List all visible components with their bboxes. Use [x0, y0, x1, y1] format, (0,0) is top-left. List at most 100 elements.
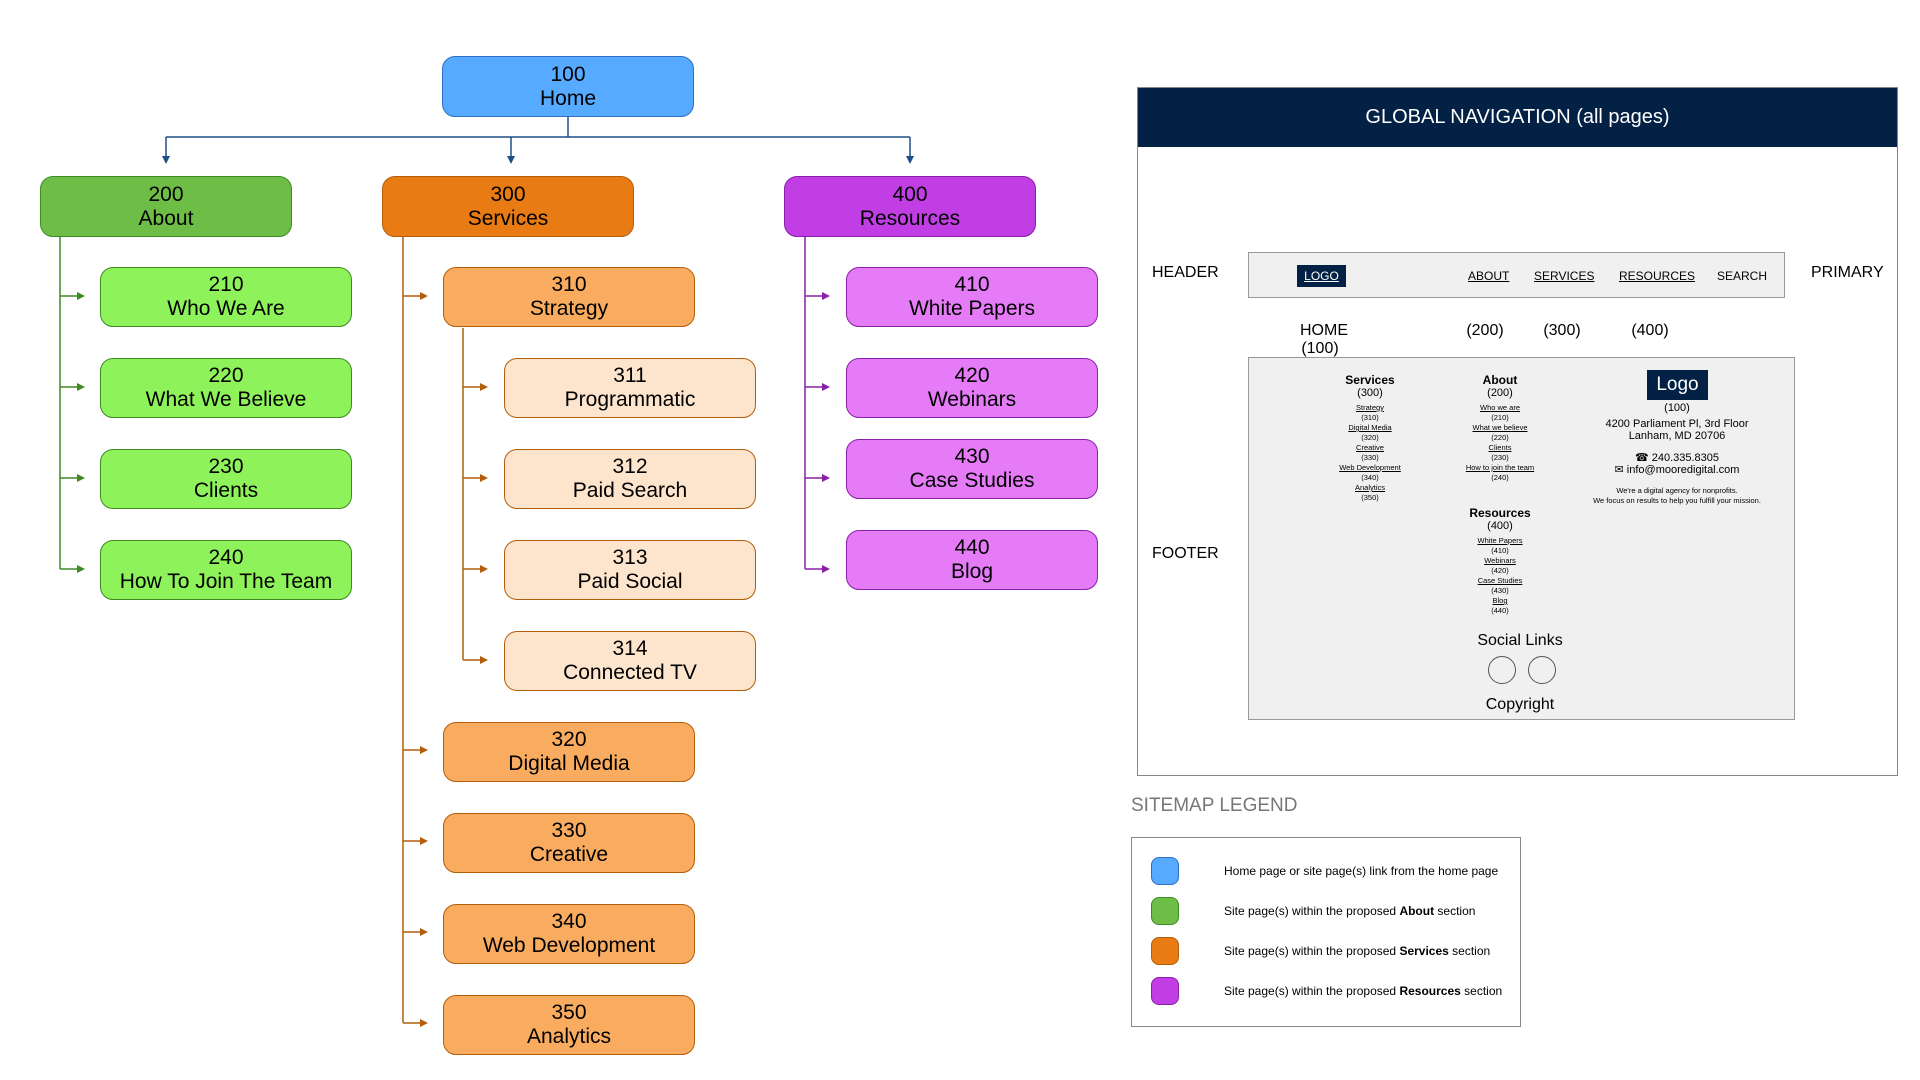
footer-link-num: (230): [1491, 453, 1509, 462]
node-strategy-child[interactable]: 312 Paid Search: [504, 449, 756, 509]
node-services[interactable]: 300 Services: [382, 176, 634, 237]
node-strategy-child[interactable]: 313 Paid Social: [504, 540, 756, 600]
footer-link-num: (220): [1491, 433, 1509, 442]
node-label: White Papers: [908, 297, 1036, 320]
legend-item: Site page(s) within the proposed Resourc…: [1224, 984, 1503, 998]
footer-link[interactable]: Who we are: [1479, 403, 1521, 412]
node-number: 200: [148, 182, 184, 206]
node-services-child[interactable]: 330 Creative: [443, 813, 695, 873]
footer-link-num: (240): [1491, 473, 1509, 482]
node-about-child[interactable]: 220 What We Believe: [100, 358, 352, 418]
social-icon[interactable]: [1528, 656, 1556, 684]
footer-link[interactable]: What we believe: [1472, 423, 1528, 432]
footer-contact: (100) 4200 Parliament Pl, 3rd Floor Lanh…: [1567, 402, 1787, 506]
node-resources-child[interactable]: 430 Case Studies: [846, 439, 1098, 499]
footer-link[interactable]: Case Studies: [1477, 576, 1523, 585]
node-number: 320: [551, 728, 587, 751]
node-label: Clients: [193, 479, 259, 502]
legend-swatch-services: [1151, 937, 1179, 965]
footer-resources-num: (400): [1487, 520, 1513, 532]
nav-services-link[interactable]: SERVICES: [1534, 269, 1595, 283]
node-label: Web Development: [482, 934, 656, 957]
node-about-child[interactable]: 210 Who We Are: [100, 267, 352, 327]
node-about-child[interactable]: 240 How To Join The Team: [100, 540, 352, 600]
node-number: 400: [892, 182, 928, 206]
footer-link[interactable]: Blog: [1492, 596, 1508, 605]
primary-label: PRIMARY: [1811, 264, 1884, 281]
footer-link-num: (350): [1361, 493, 1379, 502]
node-label: Paid Social: [577, 570, 683, 593]
node-services-child[interactable]: 320 Digital Media: [443, 722, 695, 782]
footer-link[interactable]: Web Development: [1339, 463, 1401, 472]
node-strategy-child[interactable]: 311 Programmatic: [504, 358, 756, 418]
node-services-child[interactable]: 340 Web Development: [443, 904, 695, 964]
footer-address-line2: Lanham, MD 20706: [1628, 430, 1726, 442]
footer-about-num: (200): [1487, 387, 1513, 399]
footer-about-title: About: [1482, 373, 1518, 387]
node-home[interactable]: 100 Home: [442, 56, 694, 117]
footer-link[interactable]: Digital Media: [1348, 423, 1392, 432]
footer-link[interactable]: Creative: [1356, 443, 1384, 452]
node-number: 440: [954, 536, 990, 559]
node-resources[interactable]: 400 Resources: [784, 176, 1036, 237]
nav-about-link[interactable]: ABOUT: [1468, 269, 1510, 283]
node-label: Webinars: [927, 388, 1017, 411]
node-services-child[interactable]: 350 Analytics: [443, 995, 695, 1055]
footer-link[interactable]: How to join the team: [1465, 463, 1535, 472]
node-number: 314: [612, 637, 648, 660]
node-number: 240: [208, 546, 244, 569]
node-number: 210: [208, 273, 244, 296]
node-label: Strategy: [529, 297, 609, 320]
nav-resources-link[interactable]: RESOURCES: [1619, 269, 1696, 283]
global-nav-title: GLOBAL NAVIGATION (all pages): [1365, 106, 1670, 128]
footer-about-column: About (200) Who we are (210) What we bel…: [1440, 374, 1560, 483]
footer-link[interactable]: White Papers: [1477, 536, 1523, 545]
node-about[interactable]: 200 About: [40, 176, 292, 237]
social-icon[interactable]: [1488, 656, 1516, 684]
node-label: About: [138, 206, 194, 230]
node-number: 300: [490, 182, 526, 206]
node-label: How To Join The Team: [119, 570, 333, 593]
footer-link-num: (410): [1491, 546, 1509, 555]
nav-target-resources: (400): [1631, 322, 1669, 339]
footer-link-num: (430): [1491, 586, 1509, 595]
footer-tagline1: We're a digital agency for nonprofits.: [1616, 486, 1738, 495]
header-nav-mock: LOGO ABOUT SERVICES RESOURCES SEARCH: [1248, 252, 1785, 298]
nav-target-services: (300): [1543, 322, 1581, 339]
nav-logo[interactable]: LOGO: [1297, 265, 1346, 287]
nav-target-home: HOME (100): [1300, 322, 1348, 358]
footer-logo-label: Logo: [1656, 374, 1699, 395]
node-number: 410: [954, 273, 990, 296]
footer-social-label: Social Links: [1477, 632, 1563, 649]
footer-link[interactable]: Webinars: [1484, 556, 1516, 565]
node-about-child[interactable]: 230 Clients: [100, 449, 352, 509]
nav-target-home-num: (100): [1301, 340, 1339, 357]
node-number: 311: [613, 364, 647, 387]
footer-link[interactable]: Analytics: [1354, 483, 1385, 492]
node-number: 100: [550, 62, 586, 86]
footer-email: ✉ info@mooredigital.com: [1614, 464, 1740, 476]
node-number: 330: [551, 819, 587, 842]
node-strategy-child[interactable]: 314 Connected TV: [504, 631, 756, 691]
footer-services-num: (300): [1357, 387, 1383, 399]
node-label: Paid Search: [572, 479, 688, 502]
footer-link[interactable]: Clients: [1488, 443, 1512, 452]
footer-link-num: (420): [1491, 566, 1509, 575]
footer-address-line1: 4200 Parliament Pl, 3rd Floor: [1605, 418, 1749, 430]
node-resources-child[interactable]: 440 Blog: [846, 530, 1098, 590]
node-resources-child[interactable]: 410 White Papers: [846, 267, 1098, 327]
node-label: What We Believe: [145, 388, 307, 411]
footer-link-num: (210): [1491, 413, 1509, 422]
footer-tagline2: We focus on results to help you fulfill …: [1593, 496, 1761, 505]
footer-link[interactable]: Strategy: [1356, 403, 1384, 412]
legend-box: [1131, 837, 1521, 1027]
global-nav-title-bar: GLOBAL NAVIGATION (all pages): [1138, 88, 1897, 147]
nav-target-about: (200): [1466, 322, 1504, 339]
node-number: 350: [551, 1001, 587, 1024]
node-strategy[interactable]: 310 Strategy: [443, 267, 695, 327]
legend-item: Home page or site page(s) link from the …: [1224, 864, 1499, 878]
footer-logo[interactable]: Logo: [1647, 370, 1708, 400]
nav-search-link[interactable]: SEARCH: [1717, 269, 1768, 283]
header-label: HEADER: [1152, 264, 1219, 281]
node-resources-child[interactable]: 420 Webinars: [846, 358, 1098, 418]
